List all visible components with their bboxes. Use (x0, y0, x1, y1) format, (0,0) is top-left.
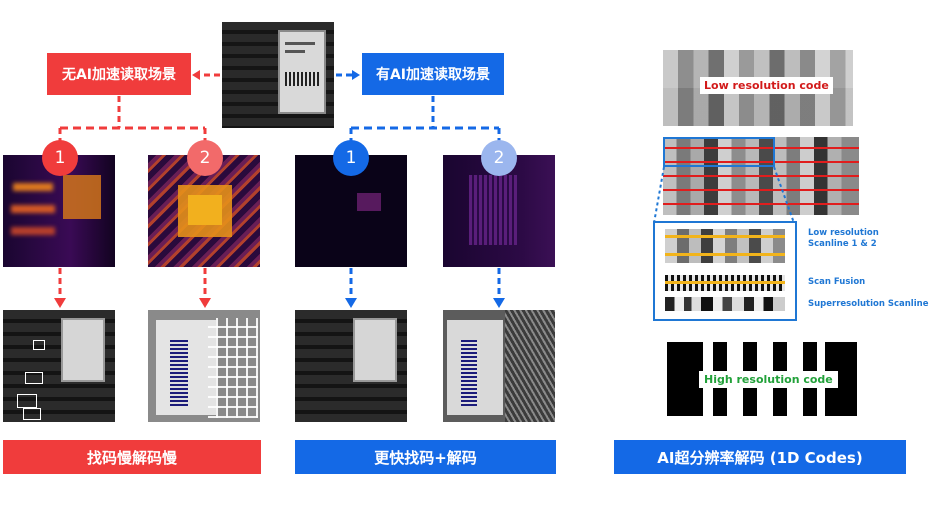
flow-connectors (54, 70, 505, 308)
scan-fusion-label: Scan Fusion (808, 277, 866, 287)
bottom-bar-ai: 更快找码+解码 (295, 440, 556, 474)
bottom-bar-no-ai: 找码慢解码慢 (3, 440, 261, 474)
ai-scenario-label: 有AI加速读取场景 (362, 53, 504, 95)
zoom-connector-lines (653, 166, 795, 224)
high-resolution-title: High resolution code (699, 371, 838, 388)
high-resolution-code-image: High resolution code (667, 342, 857, 416)
package-source-image (222, 22, 334, 128)
low-resolution-code-image: Low resolution code (663, 50, 853, 126)
heatmap-no-ai-1 (3, 155, 115, 267)
package-label-image (278, 30, 326, 114)
result-ai-2 (443, 310, 555, 422)
step-badge-no-ai-1: 1 (42, 140, 78, 176)
scanline-zoom-panel (653, 221, 797, 321)
result-no-ai-2 (148, 310, 260, 422)
step-badge-ai-1: 1 (333, 140, 369, 176)
zoom-selection-box (663, 137, 775, 167)
step-badge-no-ai-2: 2 (187, 140, 223, 176)
no-ai-scenario-label: 无AI加速读取场景 (47, 53, 191, 95)
superresolution-scanline-label: Superresolution Scanline (808, 299, 929, 309)
step-badge-ai-2: 2 (481, 140, 517, 176)
low-resolution-title: Low resolution code (700, 77, 833, 94)
low-resolution-scanline-label: Low resolution Scanline 1 & 2 (808, 228, 879, 249)
heatmap-ai-2 (443, 155, 555, 267)
bottom-bar-superres: AI超分辨率解码 (1D Codes) (614, 440, 906, 474)
result-ai-1 (295, 310, 407, 422)
scanline-code-image (663, 137, 859, 215)
result-no-ai-1 (3, 310, 115, 422)
